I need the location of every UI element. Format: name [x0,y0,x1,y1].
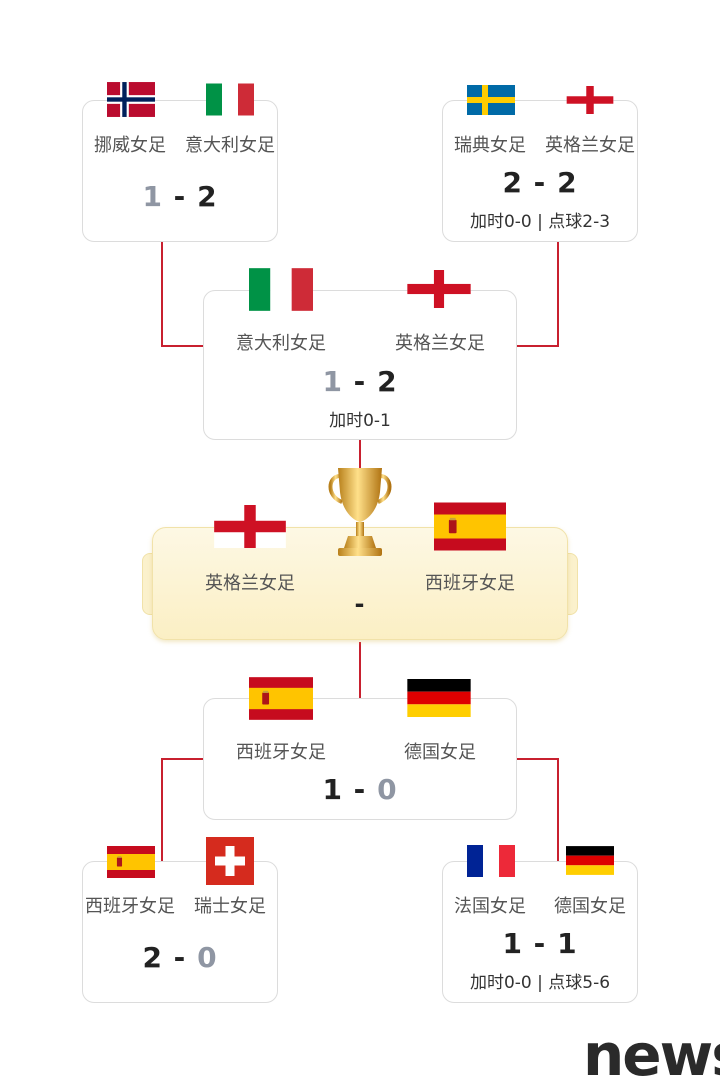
final-score: - [354,590,366,618]
match-card-italy-england[interactable] [203,290,517,440]
france-flag-icon [467,845,515,877]
match-card-france-germany[interactable] [442,861,638,1003]
match-score: 1 - 2 [322,365,398,398]
team-name-home: 英格兰女足 [205,573,295,594]
connector-line [161,345,205,347]
news-watermark-logo: news [583,1021,720,1087]
england-flag-icon [214,505,286,548]
team-name-away: 英格兰女足 [545,135,635,156]
team-name-home: 西班牙女足 [85,896,175,917]
connector-line [161,242,163,347]
team-name-away: 瑞士女足 [194,896,266,917]
trophy-icon [328,468,392,556]
match-score: 1 - 1 [502,927,578,960]
team-name-away: 英格兰女足 [395,333,485,354]
england-flag-icon [566,86,614,114]
team-name-away: 西班牙女足 [425,573,515,594]
norway-flag-icon [107,82,155,117]
connector-line [516,758,559,760]
match-card-norway-italy[interactable] [82,100,278,242]
team-name-home: 挪威女足 [94,135,166,156]
connector-line [161,758,163,863]
team-name-away: 德国女足 [554,896,626,917]
extra-time-penalty-info: 加时0-0 | 点球5-6 [469,973,611,993]
team-name-away: 意大利女足 [185,135,275,156]
connector-line [557,242,559,347]
team-name-home: 瑞典女足 [454,135,526,156]
match-score: 2 - 2 [502,166,578,199]
match-score: 1 - 0 [322,773,398,806]
italy-flag-icon [206,83,254,116]
team-name-home: 法国女足 [454,896,526,917]
spain-flag-icon [434,502,506,551]
england-flag-icon [407,270,471,308]
extra-time-info: 加时0-1 [329,411,391,431]
germany-flag-icon [407,679,471,717]
italy-flag-icon [249,268,313,311]
connector-line [557,758,559,863]
match-score: 2 - 0 [142,941,218,974]
sweden-flag-icon [467,85,515,115]
extra-time-penalty-info: 加时0-0 | 点球2-3 [469,212,611,232]
connector-line [359,642,361,700]
team-name-home: 意大利女足 [236,333,326,354]
connector-line [516,345,559,347]
team-name-away: 德国女足 [404,742,476,763]
germany-flag-icon [566,846,614,875]
match-score: 1 - 2 [142,180,218,213]
spain-flag-icon [107,846,155,878]
switzerland-flag-icon [206,837,254,885]
spain-flag-icon [249,677,313,720]
connector-line [161,758,205,760]
match-card-sweden-england[interactable] [442,100,638,242]
team-name-home: 西班牙女足 [236,742,326,763]
connector-line [359,440,361,470]
